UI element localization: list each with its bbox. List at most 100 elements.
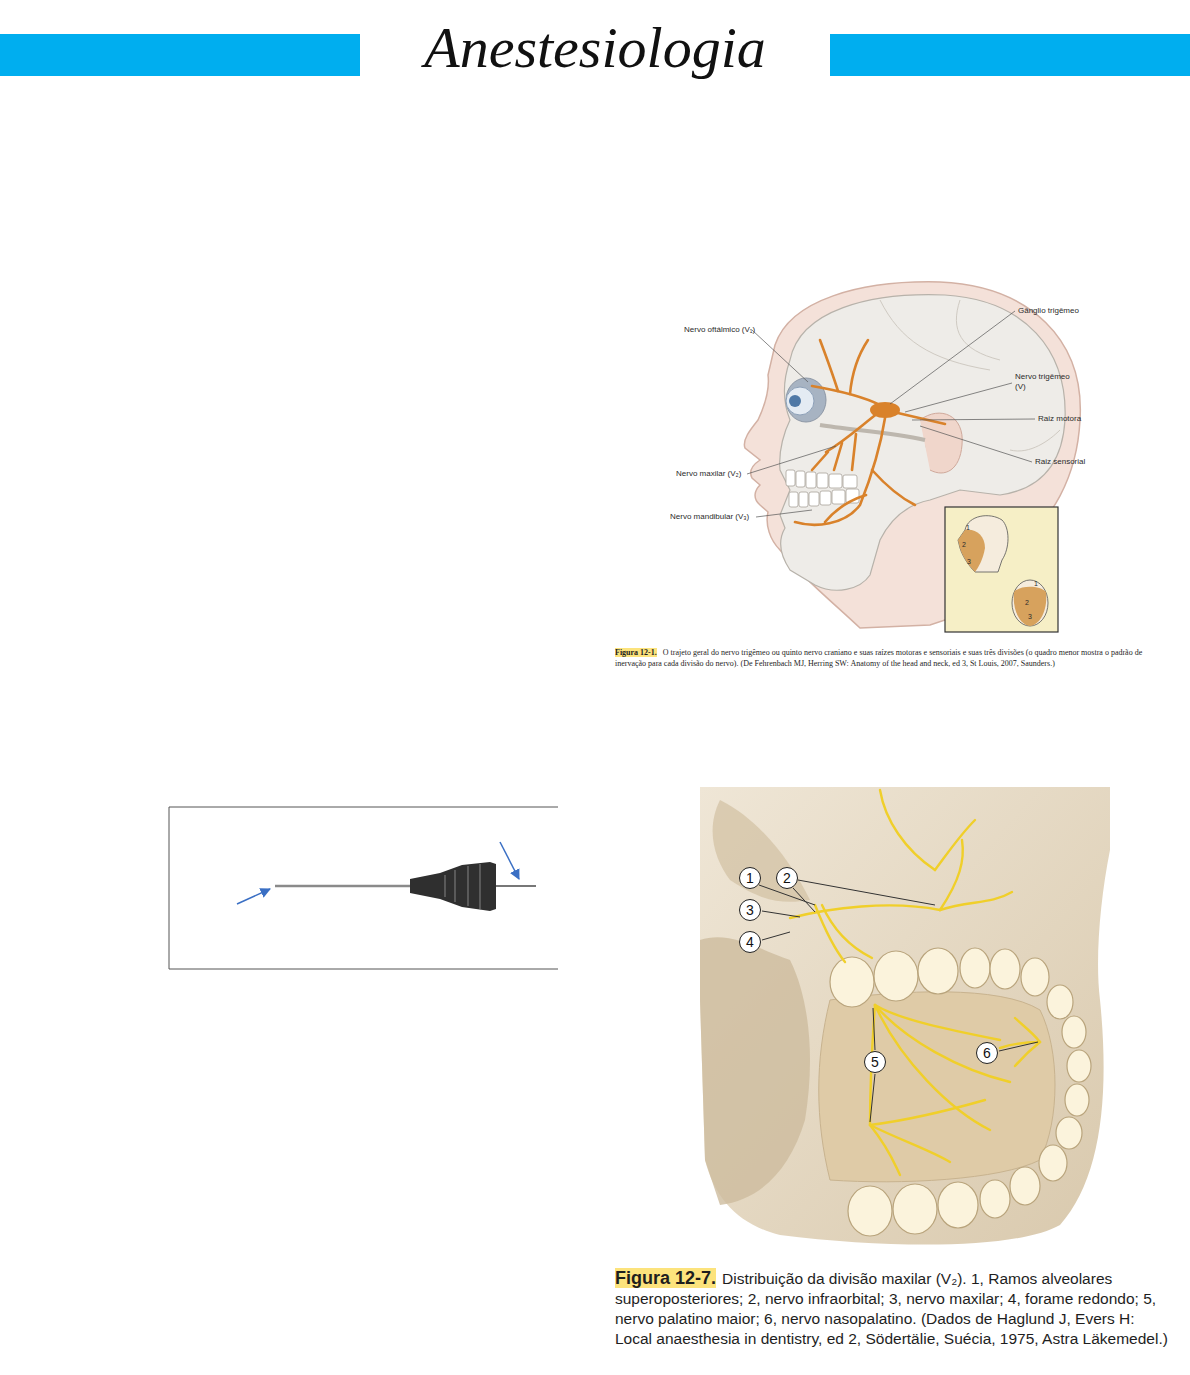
part-label: Nervo trigêmeo (V) <box>1015 372 1073 391</box>
needle-shaft <box>275 885 412 888</box>
inset-number: 1 <box>966 524 970 532</box>
nerve <box>880 790 935 870</box>
teeth <box>990 949 1020 989</box>
pointer-arrow <box>500 842 519 879</box>
page-title: Anestesiologia <box>424 14 766 81</box>
nerve <box>820 340 838 391</box>
nerve <box>870 1125 900 1175</box>
nerve <box>795 340 945 525</box>
teeth <box>893 1184 937 1234</box>
nerve <box>940 840 963 910</box>
leader-line <box>752 330 808 382</box>
teeth <box>832 490 845 504</box>
callout-number: 3 <box>746 903 754 917</box>
nerve <box>935 820 975 870</box>
teeth <box>830 948 1091 1236</box>
inset-face-front <box>1014 587 1047 626</box>
figure-caption: Figura 12-1.O trajeto geral do nervo tri… <box>615 648 1147 669</box>
caption-heading: Figura 12-1. <box>615 648 657 657</box>
nerve <box>812 452 828 470</box>
teeth <box>1021 958 1049 996</box>
nerve <box>850 340 868 394</box>
teeth <box>960 948 990 988</box>
callout-number: 1 <box>746 871 754 885</box>
bone <box>700 787 1110 1245</box>
nerve <box>875 1005 1010 1082</box>
callout-circle: 2 <box>776 867 798 889</box>
leader-line <box>999 1042 1038 1051</box>
inset-head-front <box>1012 580 1048 626</box>
part-label: Nervo oftálmico (V₁) <box>684 325 755 335</box>
inset-number: 3 <box>1028 613 1032 621</box>
teeth <box>1010 1167 1040 1205</box>
leader-line <box>873 1008 875 1050</box>
nerve <box>826 413 878 452</box>
leader-line <box>747 446 836 474</box>
teeth <box>830 957 874 1007</box>
leader-line <box>870 1074 875 1122</box>
orbit-shadow <box>713 800 810 902</box>
teeth <box>1047 985 1073 1019</box>
teeth <box>980 1180 1010 1218</box>
needle-figure <box>169 807 558 969</box>
teeth <box>938 1182 978 1228</box>
teeth <box>1062 1016 1086 1048</box>
nerve <box>875 1005 990 1130</box>
teeth <box>786 470 795 486</box>
leader-line <box>756 510 812 517</box>
callout-circle: 5 <box>864 1051 886 1073</box>
nerve <box>812 386 880 405</box>
callout-number: 5 <box>871 1055 879 1069</box>
teeth <box>796 471 805 487</box>
teeth <box>1065 1084 1089 1116</box>
teeth <box>848 1186 892 1236</box>
leader-line <box>793 888 815 912</box>
needle-hub-ribs <box>445 864 480 909</box>
trigeminal-illustration <box>744 282 1080 632</box>
nerve <box>790 790 1040 1175</box>
callout-circle: 1 <box>739 867 761 889</box>
maxillary-illustration <box>700 787 1110 1245</box>
needle-hub <box>410 862 496 911</box>
callout-circle: 6 <box>976 1042 998 1064</box>
figure-caption: Figura 12-7.Distribuição da divisão maxi… <box>615 1268 1175 1349</box>
pointer-arrow <box>237 889 270 904</box>
nerve <box>1015 1042 1040 1066</box>
eyeball <box>786 387 814 415</box>
nerve <box>790 905 940 918</box>
caption-text: O trajeto geral do nervo trigêmeo ou qui… <box>615 648 1142 668</box>
part-label: Raiz motora <box>1038 414 1081 424</box>
iris <box>789 395 801 407</box>
part-label: Raiz sensorial <box>1035 457 1085 467</box>
part-label: Nervo maxilar (V₂) <box>676 469 741 479</box>
figure-frame <box>169 807 558 969</box>
part-label: Nervo mandibular (V₃) <box>670 512 749 522</box>
teeth <box>1039 1145 1067 1181</box>
leader-line <box>912 419 1035 420</box>
teeth <box>809 492 819 506</box>
teeth <box>789 492 798 507</box>
leader-line <box>905 383 1012 412</box>
inset-number: 2 <box>1025 599 1029 607</box>
teeth <box>1056 1117 1082 1149</box>
nerve <box>822 905 872 958</box>
header-bar <box>0 34 360 76</box>
leader-line <box>747 311 1035 517</box>
teeth <box>918 948 958 994</box>
teeth <box>843 475 857 488</box>
inset-number: 1 <box>1034 580 1038 588</box>
leader-line <box>762 932 790 940</box>
orbit <box>786 378 826 422</box>
teeth <box>874 951 918 1001</box>
inset-number: 2 <box>962 541 966 549</box>
inset-head-side <box>958 516 1008 572</box>
callout-circle: 4 <box>739 931 761 953</box>
teeth <box>1067 1050 1091 1082</box>
leader-line <box>798 880 935 905</box>
bone-shadow <box>700 937 810 1205</box>
callout-circle: 3 <box>739 899 761 921</box>
teeth <box>806 472 816 488</box>
trigeminal-ganglion <box>870 402 900 418</box>
nerve <box>834 443 842 470</box>
